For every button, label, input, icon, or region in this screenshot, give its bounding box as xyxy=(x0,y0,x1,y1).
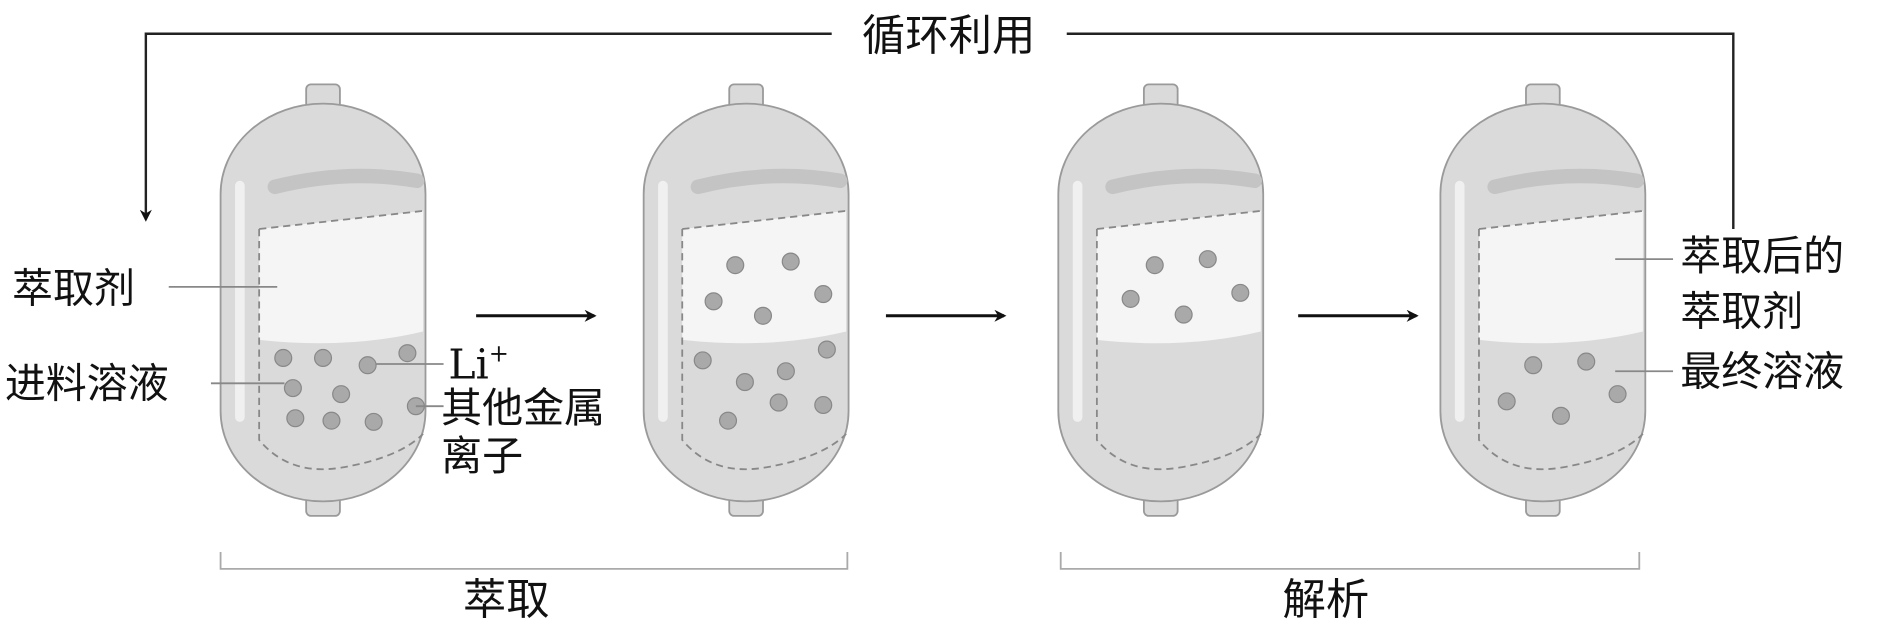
label-other-metal-2: 离子 xyxy=(441,432,523,480)
label-spent-extractant-2: 萃取剂 xyxy=(1680,287,1803,335)
ion-particle xyxy=(286,409,305,428)
ion-particle xyxy=(332,385,351,404)
ion-particle xyxy=(1198,250,1217,269)
stage-stripping-label: 解析 xyxy=(1283,576,1370,626)
ion-particle xyxy=(1577,352,1596,371)
recycle-loop: 循环利用 xyxy=(139,12,1735,230)
bracket-stripping xyxy=(1059,552,1641,570)
ion-particle xyxy=(776,362,795,381)
ion-particle xyxy=(718,411,738,430)
ion-particle xyxy=(753,306,773,325)
stage-extraction-label: 萃取 xyxy=(463,576,550,626)
label-spent-extractant-1: 萃取后的 xyxy=(1680,232,1844,280)
ion-particle xyxy=(322,411,341,430)
ion-particle xyxy=(1497,392,1516,411)
tank-3 xyxy=(1057,83,1265,517)
ion-particle xyxy=(274,348,293,368)
ion-particle xyxy=(704,292,723,311)
ion-particle xyxy=(1145,256,1164,275)
recycle-line-right xyxy=(1066,32,1735,230)
phase-boundary-dashed xyxy=(681,229,847,471)
tank-4 xyxy=(1439,83,1647,517)
tank-shine xyxy=(1105,168,1263,195)
ion-particle xyxy=(769,393,788,412)
phase-boundary-dashed xyxy=(1095,229,1262,471)
tank-shine xyxy=(267,168,425,195)
upper-phase xyxy=(259,210,424,344)
ion-particle xyxy=(283,379,302,398)
tank-2 xyxy=(642,83,850,517)
phase-boundary-dashed xyxy=(1478,229,1644,471)
label-extractant: 萃取剂 xyxy=(12,265,135,313)
label-feed-solution: 进料溶液 xyxy=(5,360,169,408)
upper-phase xyxy=(1096,210,1261,344)
ion-particle xyxy=(1121,289,1140,308)
ion-particle xyxy=(364,412,383,431)
tank-highlight xyxy=(1072,180,1083,422)
ion-particle xyxy=(1551,406,1570,425)
ion-particle xyxy=(693,351,712,370)
ion-particle xyxy=(817,340,836,359)
recycle-label: 循环利用 xyxy=(862,12,1036,62)
ion-particle xyxy=(814,395,833,415)
tank-1 xyxy=(219,83,427,517)
ion-particle xyxy=(814,285,833,304)
label-final-solution: 最终溶液 xyxy=(1680,348,1844,396)
tank-shine xyxy=(1487,168,1645,195)
tank-highlight xyxy=(1454,180,1465,422)
upper-phase xyxy=(682,210,847,344)
ion-particle xyxy=(1608,385,1627,404)
label-other-metal-1: 其他金属 xyxy=(441,384,605,432)
ion-particle xyxy=(735,373,754,392)
label-li-ion: Li+ xyxy=(448,340,509,389)
callout-lines-left xyxy=(168,285,444,408)
ion-particle xyxy=(313,348,333,368)
tank-highlight xyxy=(658,180,668,422)
ion-particle xyxy=(726,256,745,275)
recycle-line-left xyxy=(139,32,832,222)
ion-particle xyxy=(398,344,417,363)
tank-shine xyxy=(690,168,848,195)
ion-particle xyxy=(1231,283,1250,302)
ion-particle xyxy=(1174,305,1193,324)
tank-highlight xyxy=(235,180,245,422)
ion-particle xyxy=(358,356,377,375)
ion-particle xyxy=(1524,356,1543,375)
bracket-extraction xyxy=(219,552,849,570)
phase-boundary-dashed xyxy=(258,229,424,471)
ion-particle xyxy=(781,252,800,271)
callout-lines-right xyxy=(1615,258,1674,373)
upper-phase xyxy=(1478,210,1643,344)
